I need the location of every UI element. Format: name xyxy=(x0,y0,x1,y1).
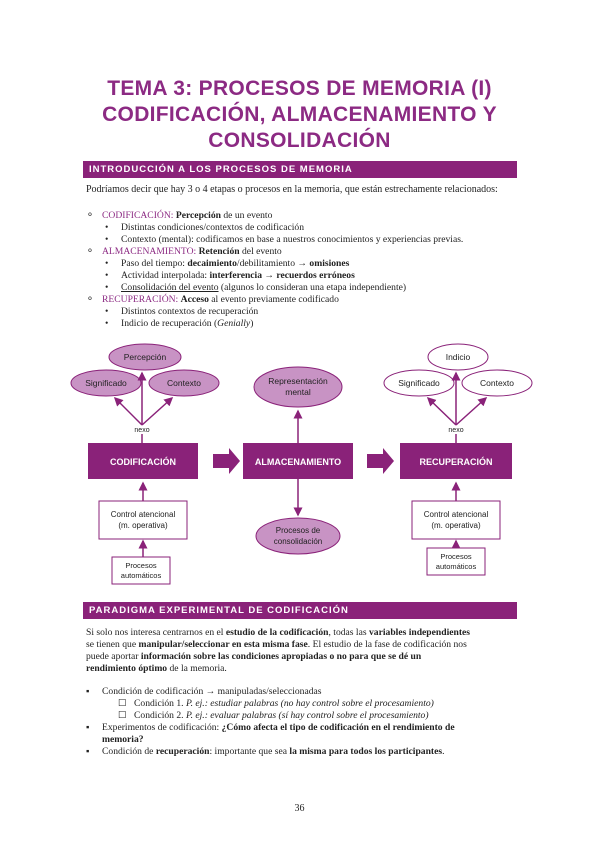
list-subitem: •Consolidación del evento (algunos lo co… xyxy=(105,282,407,293)
list-item: ▪Condición de recuperación: importante q… xyxy=(86,746,445,757)
contexto-node xyxy=(148,369,220,397)
list-item-continuation: memoria? xyxy=(102,734,144,745)
auto-line1-right: Procesos xyxy=(440,552,472,561)
auto-line1-left: Procesos xyxy=(125,561,157,570)
control-box-left xyxy=(98,500,188,540)
paradigma-line4: rendimiento óptimo de la memoria. xyxy=(86,663,227,674)
control-line2-left: (m. operativa) xyxy=(118,521,168,530)
control-box-right xyxy=(411,500,501,540)
indicio-node xyxy=(427,343,489,371)
page-title-line2: CODIFICACIÓN, ALMACENAMIENTO Y xyxy=(102,103,497,126)
representacion-node xyxy=(253,366,343,408)
percepcion-node xyxy=(108,343,182,371)
square-bullet-icon: ▪ xyxy=(86,746,90,757)
list-subitem: •Contexto (mental): codificamos en base … xyxy=(105,234,464,245)
section-heading-paradigma: PARADIGMA EXPERIMENTAL DE CODIFICACIÓN xyxy=(83,602,517,619)
checkbox-icon: ☐ xyxy=(118,698,127,709)
consol-line2: consolidación xyxy=(274,537,322,546)
dot-bullet-icon: • xyxy=(105,306,109,317)
arrow-right-icon xyxy=(213,448,240,474)
indicio-label: Indicio xyxy=(446,352,471,362)
significado-node xyxy=(70,369,142,397)
paradigma-line2: se tienen que manipular/seleccionar en e… xyxy=(86,639,467,650)
almacenamiento-box xyxy=(243,443,353,479)
control-line1-left: Control atencional xyxy=(111,510,176,519)
list-item-codificacion: ⚬CODIFICACIÓN: Percepción de un evento xyxy=(86,210,273,221)
control-line1-right: Control atencional xyxy=(424,510,489,519)
nexo-label-left: nexo xyxy=(134,427,149,434)
dot-bullet-icon: • xyxy=(105,282,109,293)
codificacion-box xyxy=(88,443,198,479)
checkbox-icon: ☐ xyxy=(118,710,127,721)
list-subitem: •Distintas condiciones/contextos de codi… xyxy=(105,222,305,233)
square-bullet-icon: ▪ xyxy=(86,686,90,697)
list-item: ▪Condición de codificación → manipuladas… xyxy=(86,686,322,697)
contexto-label-right: Contexto xyxy=(480,378,514,388)
consol-line1: Procesos de xyxy=(276,526,321,535)
paradigma-line1: Si solo nos interesa centrarnos en el es… xyxy=(86,627,471,638)
dot-bullet-icon: • xyxy=(105,222,109,233)
dot-bullet-icon: • xyxy=(105,258,109,269)
contexto-label: Contexto xyxy=(167,378,201,388)
rep-line2: mental xyxy=(285,387,311,397)
contexto-node-right xyxy=(461,369,533,397)
significado-node-right xyxy=(383,369,455,397)
recuperacion-box xyxy=(400,443,512,479)
list-subitem: •Actividad interpolada: interferencia → … xyxy=(105,270,355,281)
recuperacion-label: RECUPERACIÓN xyxy=(419,456,492,467)
page-title-line1: TEMA 3: PROCESOS DE MEMORIA (I) xyxy=(107,77,492,100)
paradigma-line3: puede aportar información sobre las cond… xyxy=(86,651,422,662)
circle-bullet-icon: ⚬ xyxy=(86,210,95,221)
auto-line2-left: automáticos xyxy=(121,571,162,580)
rep-line1: Representación xyxy=(268,376,328,386)
list-item-almacenamiento: ⚬ALMACENAMIENTO: Retención del evento xyxy=(86,246,282,257)
intro-paragraph: Podríamos decir que hay 3 o 4 etapas o p… xyxy=(86,184,498,195)
page-title-line3: CONSOLIDACIÓN xyxy=(208,129,391,152)
list-subitem: •Paso del tiempo: decaimiento/debilitami… xyxy=(105,258,350,269)
list-subitem: •Indicio de recuperación (Genially) xyxy=(105,318,254,329)
list-item: ▪Experimentos de codificación: ¿Cómo afe… xyxy=(86,722,455,733)
significado-label-right: Significado xyxy=(398,378,440,388)
almacenamiento-label: ALMACENAMIENTO xyxy=(255,457,341,467)
auto-box-right xyxy=(426,547,486,576)
nexo-label-right: nexo xyxy=(448,427,463,434)
memory-process-diagram: Percepción Significado Contexto nexo COD… xyxy=(70,343,533,585)
arrow-right-icon xyxy=(367,448,394,474)
percepcion-label: Percepción xyxy=(124,352,167,362)
codificacion-label: CODIFICACIÓN xyxy=(110,456,176,467)
page-number: 36 xyxy=(294,803,305,814)
dot-bullet-icon: • xyxy=(105,270,109,281)
list-subitem: •Distintos contextos de recuperación xyxy=(105,306,259,317)
auto-box-left xyxy=(111,556,171,585)
control-line2-right: (m. operativa) xyxy=(431,521,481,530)
section-heading-intro: INTRODUCCIÓN A LOS PROCESOS DE MEMORIA xyxy=(83,161,517,178)
list-item-recuperacion: ⚬RECUPERACIÓN: Acceso al evento previame… xyxy=(86,294,339,305)
significado-label: Significado xyxy=(85,378,127,388)
dot-bullet-icon: • xyxy=(105,318,109,329)
dot-bullet-icon: • xyxy=(105,234,109,245)
square-bullet-icon: ▪ xyxy=(86,722,90,733)
circle-bullet-icon: ⚬ xyxy=(86,246,95,257)
consolidacion-node xyxy=(255,517,341,555)
list-subitem: ☐Condición 1. P. ej.: estudiar palabras … xyxy=(118,698,434,709)
circle-bullet-icon: ⚬ xyxy=(86,294,95,305)
list-subitem: ☐Condición 2. P. ej.: evaluar palabras (… xyxy=(118,710,429,721)
auto-line2-right: automáticos xyxy=(436,562,477,571)
